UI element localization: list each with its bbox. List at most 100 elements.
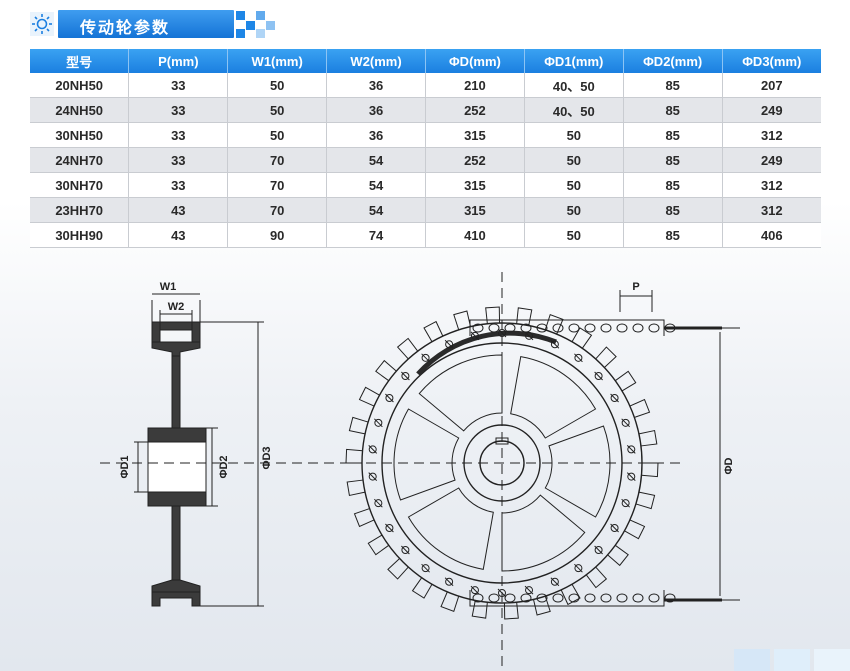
- chain-link: [632, 323, 644, 333]
- table-cell: 315: [425, 197, 525, 223]
- front-view: [345, 272, 740, 671]
- bolt-marker: [385, 524, 394, 532]
- table-cell: 20NH50: [30, 73, 130, 98]
- table-cell: 312: [722, 197, 821, 223]
- d3-label: ΦD3: [261, 446, 273, 469]
- col-header: ΦD(mm): [425, 49, 525, 73]
- table-cell: 43: [128, 222, 229, 248]
- bolt-marker: [550, 340, 559, 349]
- bolt-cross: [374, 498, 383, 508]
- bolt-marker: [621, 499, 630, 508]
- bolt-marker: [610, 394, 619, 402]
- table-cell: 36: [326, 122, 426, 148]
- table-cell: 70: [227, 147, 328, 173]
- bolt-cross: [550, 339, 560, 349]
- table-cell: 70: [227, 172, 328, 198]
- bolt-marker: [470, 586, 479, 595]
- sprocket-tooth: [387, 558, 409, 580]
- d2-label: ΦD2: [218, 455, 230, 478]
- sprocket-tooth: [516, 307, 533, 326]
- sprocket-tooth: [353, 508, 375, 528]
- page-title: 传动轮参数: [80, 18, 171, 37]
- table-cell: 207: [722, 73, 821, 98]
- table-cell: 252: [425, 97, 525, 123]
- sprocket-tooth: [614, 370, 637, 392]
- bolt-cross: [385, 523, 394, 533]
- spoke-window: [510, 356, 597, 439]
- table-cell: 50: [227, 73, 328, 98]
- sprocket-tooth: [571, 327, 593, 349]
- sprocket-tooth: [560, 583, 581, 606]
- bolt-cross: [610, 523, 619, 533]
- table-cell: 315: [425, 122, 525, 148]
- chain-link: [552, 593, 564, 603]
- bolt-marker: [574, 353, 583, 362]
- sun-icon: [30, 12, 54, 36]
- table-cell: 70: [227, 197, 328, 223]
- table-cell: 406: [722, 222, 821, 248]
- sprocket-tooth: [585, 566, 608, 589]
- bolt-marker: [421, 353, 430, 362]
- bolt-cross: [574, 563, 583, 573]
- table-cell: 85: [623, 122, 723, 148]
- bolt-marker: [610, 524, 619, 532]
- table-cell: 54: [326, 172, 426, 198]
- bolt-marker: [374, 418, 383, 427]
- section-header: 传动轮参数: [30, 9, 290, 39]
- table-cell: 50: [524, 147, 624, 173]
- bolt-cross: [524, 585, 534, 595]
- sprocket-tooth: [440, 591, 460, 613]
- bolt-cross: [374, 418, 383, 428]
- corner-decoration: [720, 637, 850, 671]
- table-cell: 43: [128, 197, 229, 223]
- table-cell: 85: [623, 222, 723, 248]
- table-cell: 312: [722, 172, 821, 198]
- spoke-window: [544, 425, 611, 518]
- sprocket-tooth: [485, 306, 501, 324]
- table-cell: 410: [425, 222, 525, 248]
- table-cell: 90: [227, 222, 328, 248]
- bolt-marker: [550, 577, 559, 586]
- bolt-cross: [444, 339, 454, 349]
- chain-link: [584, 593, 596, 603]
- chain-link: [648, 323, 660, 333]
- table-cell: 24NH70: [30, 147, 130, 173]
- sprocket-tooth: [624, 519, 646, 540]
- spoke-window: [418, 354, 503, 432]
- table-cell: 30NH50: [30, 122, 130, 148]
- bolt-marker: [421, 564, 430, 573]
- bolt-marker: [574, 564, 583, 573]
- bolt-marker: [445, 577, 454, 586]
- sprocket-tooth: [367, 534, 390, 556]
- table-cell: 24NH50: [30, 97, 130, 123]
- table-cell: 249: [722, 97, 821, 123]
- sprocket-tooth: [471, 600, 488, 619]
- bolt-marker: [627, 472, 636, 481]
- col-header: P(mm): [128, 49, 229, 73]
- sprocket-tooth: [453, 310, 471, 331]
- bolt-cross: [497, 588, 507, 598]
- sprocket-tooth: [635, 491, 656, 510]
- bolt-cross: [524, 331, 534, 341]
- bolt-marker: [525, 586, 534, 595]
- table-cell: 85: [623, 197, 723, 223]
- chain-link: [504, 593, 516, 603]
- parameter-table: 型号 P(mm) W1(mm) W2(mm) ΦD(mm) ΦD1(mm) ΦD…: [30, 49, 821, 248]
- decor-square: [236, 11, 245, 20]
- sprocket-tooth: [423, 320, 444, 343]
- chain-link: [568, 593, 580, 603]
- bolt-cross: [497, 328, 507, 338]
- sprocket-tooth: [641, 462, 659, 478]
- side-view: [100, 293, 350, 607]
- spoke-window: [407, 487, 494, 570]
- chain-link: [504, 323, 516, 333]
- spoke-window: [501, 494, 586, 572]
- bolt-marker: [594, 372, 603, 381]
- chain-link: [488, 593, 500, 603]
